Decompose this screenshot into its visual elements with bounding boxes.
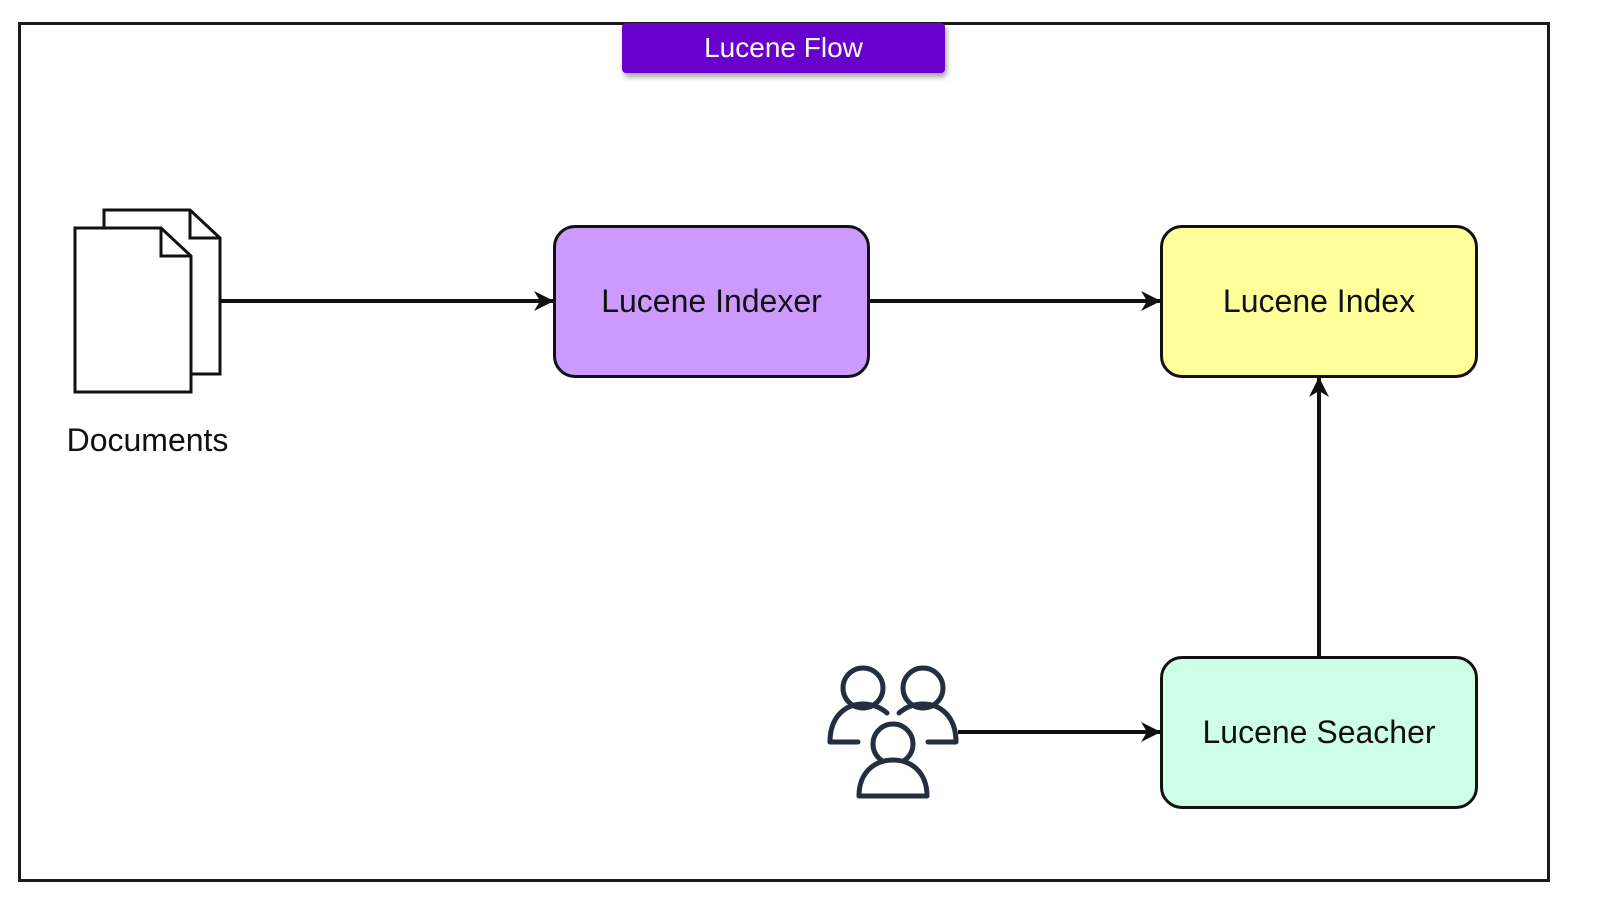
documents-label: Documents bbox=[66, 422, 229, 458]
node-lucene-index-label: Lucene Index bbox=[1222, 283, 1416, 319]
node-lucene-searcher-label: Lucene Seacher bbox=[1202, 714, 1436, 750]
documents-icon bbox=[73, 208, 222, 394]
diagram-title: Lucene Flow bbox=[622, 23, 945, 73]
node-lucene-searcher: Lucene Seacher bbox=[1160, 656, 1478, 809]
node-lucene-index: Lucene Index bbox=[1160, 225, 1478, 378]
users-icon bbox=[827, 665, 959, 799]
node-lucene-indexer: Lucene Indexer bbox=[553, 225, 870, 378]
node-lucene-indexer-label: Lucene Indexer bbox=[601, 283, 822, 319]
